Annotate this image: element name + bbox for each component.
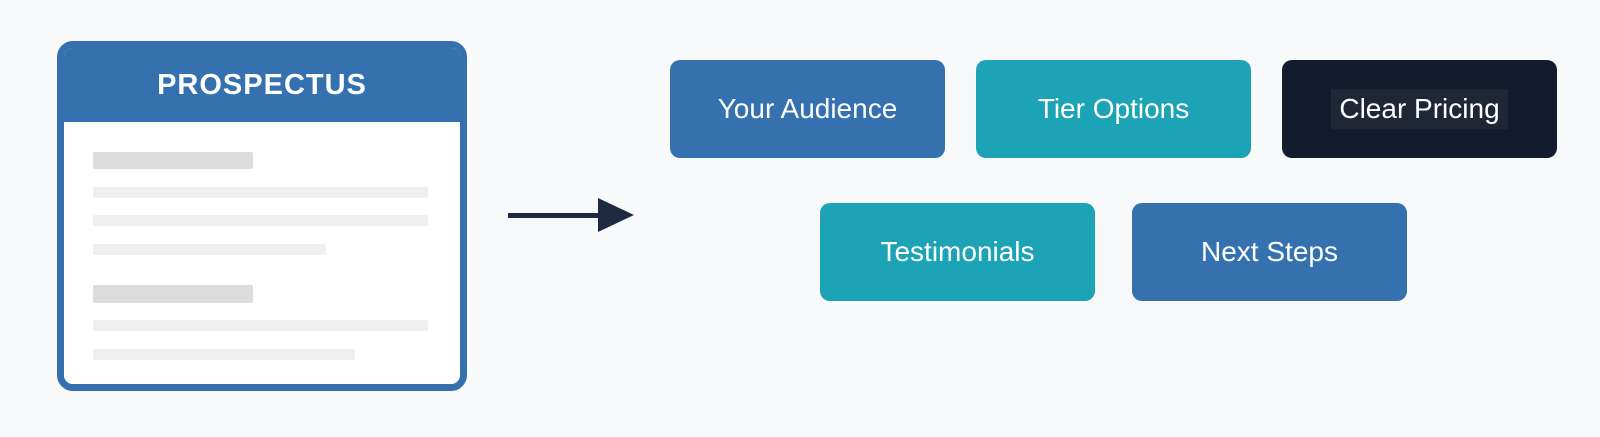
placeholder-text-line — [93, 215, 428, 226]
placeholder-text-line — [93, 187, 428, 198]
card-label: Tier Options — [1037, 93, 1190, 124]
card-your-audience: Your Audience — [670, 60, 945, 158]
placeholder-heading-line — [93, 152, 253, 169]
card-label: Clear Pricing — [1331, 89, 1508, 129]
arrow-shaft — [508, 213, 600, 218]
prospectus-header: PROSPECTUS — [64, 48, 460, 122]
card-testimonials: Testimonials — [820, 203, 1095, 301]
prospectus-title: PROSPECTUS — [157, 68, 367, 101]
placeholder-text-line — [93, 244, 326, 255]
card-label: Testimonials — [880, 236, 1035, 267]
card-label: Your Audience — [717, 93, 898, 124]
placeholder-text-line — [93, 349, 355, 360]
card-tier-options: Tier Options — [976, 60, 1251, 158]
arrow-head — [598, 198, 634, 232]
card-next-steps: Next Steps — [1132, 203, 1407, 301]
card-label: Next Steps — [1201, 236, 1338, 267]
placeholder-heading-line — [93, 285, 253, 303]
prospectus-body — [64, 122, 460, 384]
placeholder-text-line — [93, 320, 428, 331]
card-clear-pricing: Clear Pricing — [1282, 60, 1557, 158]
prospectus-document: PROSPECTUS — [57, 41, 467, 391]
